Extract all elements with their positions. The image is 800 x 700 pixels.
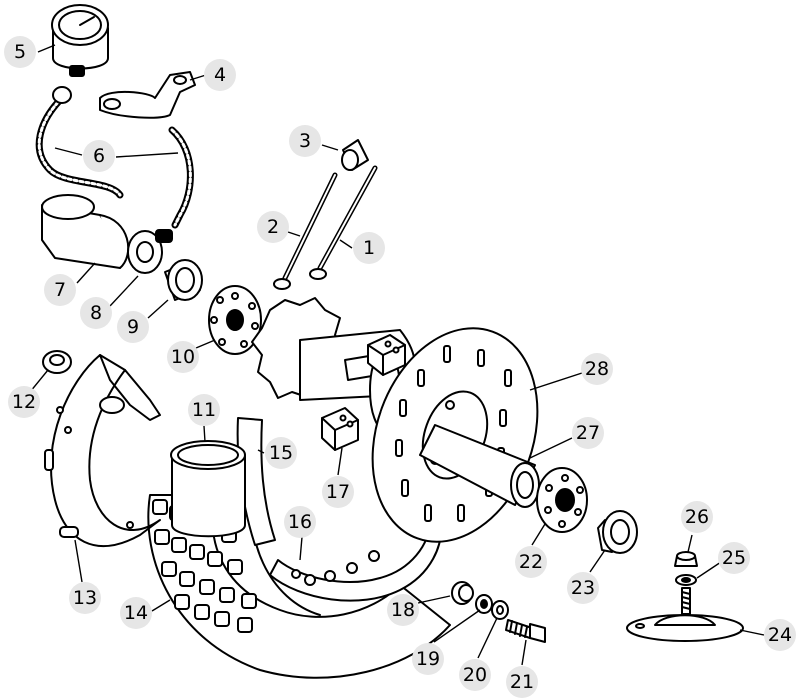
callout-9: 9 [117, 311, 149, 343]
part-block [321, 407, 359, 451]
callout-8: 8 [80, 297, 112, 329]
part-block-upper [367, 334, 406, 376]
svg-text:9: 9 [127, 316, 139, 338]
part-bolt [505, 619, 546, 643]
callout-17: 17 [322, 476, 354, 508]
svg-text:8: 8 [90, 302, 102, 324]
svg-text:5: 5 [14, 41, 26, 63]
callout-2: 2 [257, 211, 289, 243]
svg-text:7: 7 [54, 279, 66, 301]
svg-text:25: 25 [722, 547, 746, 569]
callout-21: 21 [506, 666, 538, 698]
callout-20: 20 [459, 659, 491, 691]
callout-25: 25 [718, 542, 750, 574]
part-washer-25 [675, 574, 697, 586]
svg-text:2: 2 [267, 216, 279, 238]
svg-text:28: 28 [585, 358, 609, 380]
svg-text:16: 16 [288, 511, 312, 533]
callout-4: 4 [204, 59, 236, 91]
svg-text:21: 21 [510, 671, 534, 693]
svg-text:14: 14 [124, 602, 148, 624]
leader-lines [29, 44, 765, 666]
part-bearing [208, 285, 262, 355]
callout-16: 16 [284, 506, 316, 538]
callout-11: 11 [188, 394, 220, 426]
svg-text:27: 27 [576, 422, 600, 444]
part-washer-20 [491, 600, 509, 620]
svg-text:6: 6 [93, 145, 105, 167]
svg-text:15: 15 [269, 442, 293, 464]
part-axle-tube [419, 424, 540, 508]
svg-text:1: 1 [363, 237, 375, 259]
part-stud [681, 587, 691, 615]
svg-text:23: 23 [571, 577, 595, 599]
callout-22: 22 [515, 546, 547, 578]
svg-text:19: 19 [416, 648, 440, 670]
callout-10: 10 [167, 341, 199, 373]
part-cap-nut [451, 581, 474, 605]
part-gauge [51, 4, 109, 77]
part-bearing-right [536, 467, 588, 533]
part-base-plate [626, 614, 744, 642]
svg-text:20: 20 [463, 664, 487, 686]
part-nut-26 [674, 551, 698, 567]
part-cap [341, 139, 369, 171]
svg-text:4: 4 [214, 64, 226, 86]
svg-text:13: 13 [73, 587, 97, 609]
part-brake-plate [44, 354, 161, 547]
callout-1: 1 [353, 232, 385, 264]
part-bracket [99, 71, 196, 119]
part-washer-19 [475, 594, 493, 614]
callout-14: 14 [120, 597, 152, 629]
callout-7: 7 [44, 274, 76, 306]
callout-23: 23 [567, 572, 599, 604]
svg-text:3: 3 [299, 130, 311, 152]
callout-19: 19 [412, 643, 444, 675]
part-bushing [164, 259, 203, 301]
svg-text:26: 26 [685, 506, 709, 528]
part-cable [35, 86, 194, 229]
part-bushing-right [597, 510, 638, 554]
part-small-nut [42, 350, 72, 374]
callout-28: 28 [581, 353, 613, 385]
callout-6: 6 [83, 140, 115, 172]
callout-27: 27 [572, 417, 604, 449]
part-inner-tube [170, 440, 246, 538]
svg-text:18: 18 [391, 599, 415, 621]
svg-text:24: 24 [768, 624, 792, 646]
svg-text:17: 17 [326, 481, 350, 503]
svg-text:12: 12 [12, 391, 36, 413]
part-long-bolt-1 [309, 165, 378, 280]
callout-26: 26 [681, 501, 713, 533]
part-adapter [127, 229, 173, 274]
part-long-bolt-2 [273, 172, 338, 290]
callout-15: 15 [265, 437, 297, 469]
callout-24: 24 [764, 619, 796, 651]
callout-18: 18 [387, 594, 419, 626]
callout-3: 3 [289, 125, 321, 157]
svg-text:11: 11 [192, 399, 216, 421]
svg-text:10: 10 [171, 346, 195, 368]
svg-text:22: 22 [519, 551, 543, 573]
callout-5: 5 [4, 36, 36, 68]
part-housing [41, 194, 130, 269]
callout-13: 13 [69, 582, 101, 614]
callout-12: 12 [8, 386, 40, 418]
